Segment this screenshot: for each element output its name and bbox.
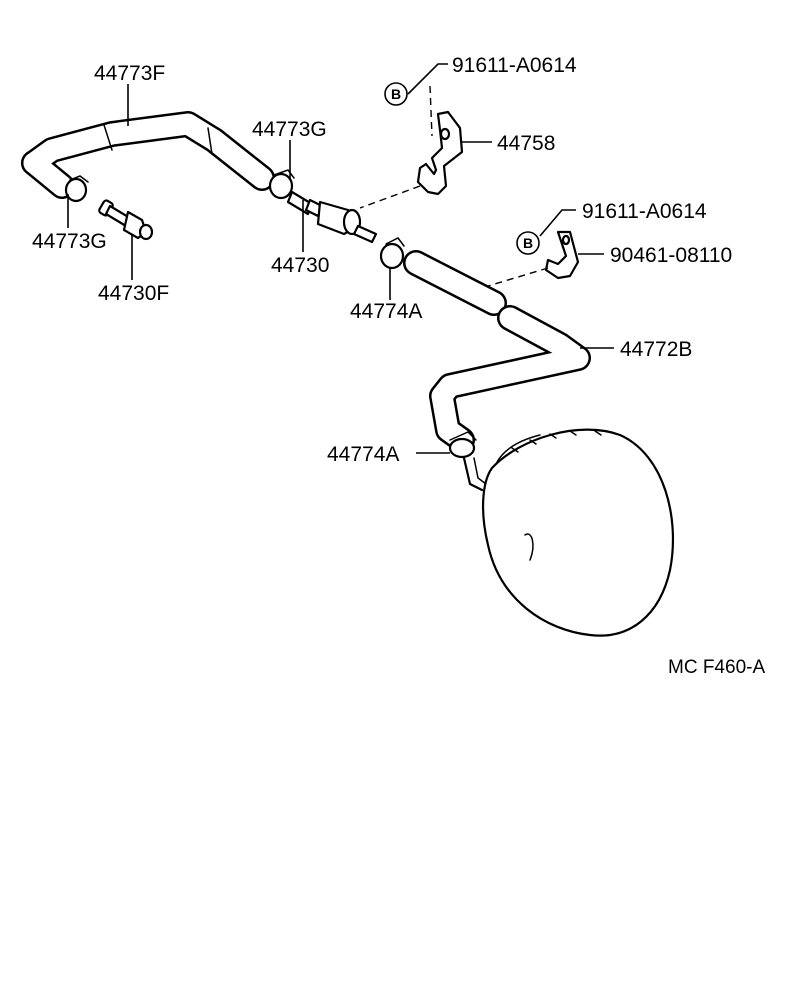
label-44773G-mid: 44773G [252, 118, 327, 141]
brake-booster [481, 428, 674, 637]
hose-clamp-left[interactable] [64, 175, 89, 203]
vacuum-connector[interactable] [98, 199, 154, 241]
vacuum-check-valve[interactable] [286, 190, 378, 244]
label-44758: 44758 [497, 132, 555, 155]
hose-clamp-lower-mid[interactable] [379, 237, 405, 270]
bracket-bolt-dashed-line [429, 85, 433, 137]
svg-text:B: B [523, 235, 533, 251]
bracket-valve-dashed-line [359, 185, 421, 209]
hose-clamp-lower[interactable] [448, 431, 477, 459]
svg-text:B: B [391, 86, 401, 102]
bolt-marker-right: B [516, 231, 540, 255]
hose-clip[interactable] [544, 230, 580, 280]
label-44730F: 44730F [98, 282, 169, 305]
bracket[interactable] [416, 110, 464, 196]
label-44773F: 44773F [94, 62, 165, 85]
label-91611-A0614-top: 91611-A0614 [452, 54, 577, 77]
leader-lines [67, 63, 614, 454]
bolt-marker-top: B [384, 82, 408, 106]
booster-inlet-pipe [462, 456, 487, 492]
label-44772B: 44772B [620, 338, 692, 361]
label-44774A-mid: 44774A [350, 300, 422, 323]
rear-vacuum-hose[interactable] [403, 250, 591, 453]
figure-code: MC F460-A [668, 657, 765, 678]
clip-hose-dashed-line [487, 267, 549, 287]
hose-clamp-mid[interactable] [268, 169, 295, 200]
label-44773G-left: 44773G [32, 230, 107, 253]
label-44730: 44730 [271, 254, 329, 277]
label-44774A-lower: 44774A [327, 443, 399, 466]
label-91611-A0614-right: 91611-A0614 [582, 200, 707, 223]
label-90461-08110: 90461-08110 [610, 244, 732, 267]
front-vacuum-hose[interactable] [21, 111, 275, 199]
